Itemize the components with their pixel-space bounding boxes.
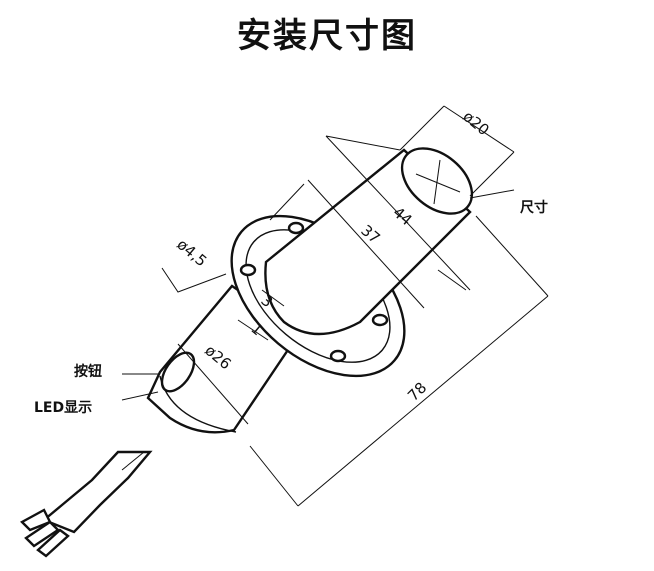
flange-hole-top bbox=[287, 221, 305, 235]
label-button: 按钮 bbox=[74, 363, 102, 380]
label-size: 尺寸 bbox=[520, 199, 548, 216]
flange-hole-left bbox=[239, 263, 257, 277]
flange-hole-bottom bbox=[329, 349, 347, 363]
label-led: LED显示 bbox=[34, 400, 92, 416]
flange-hole-right bbox=[371, 313, 389, 327]
cable bbox=[20, 450, 153, 558]
page-title: 安装尺寸图 bbox=[237, 16, 417, 56]
dim-d4-5: ø4,5 bbox=[173, 235, 210, 270]
upper-body bbox=[264, 147, 474, 336]
dim-78: 78 bbox=[404, 379, 430, 405]
dimension-lines bbox=[121, 105, 549, 507]
